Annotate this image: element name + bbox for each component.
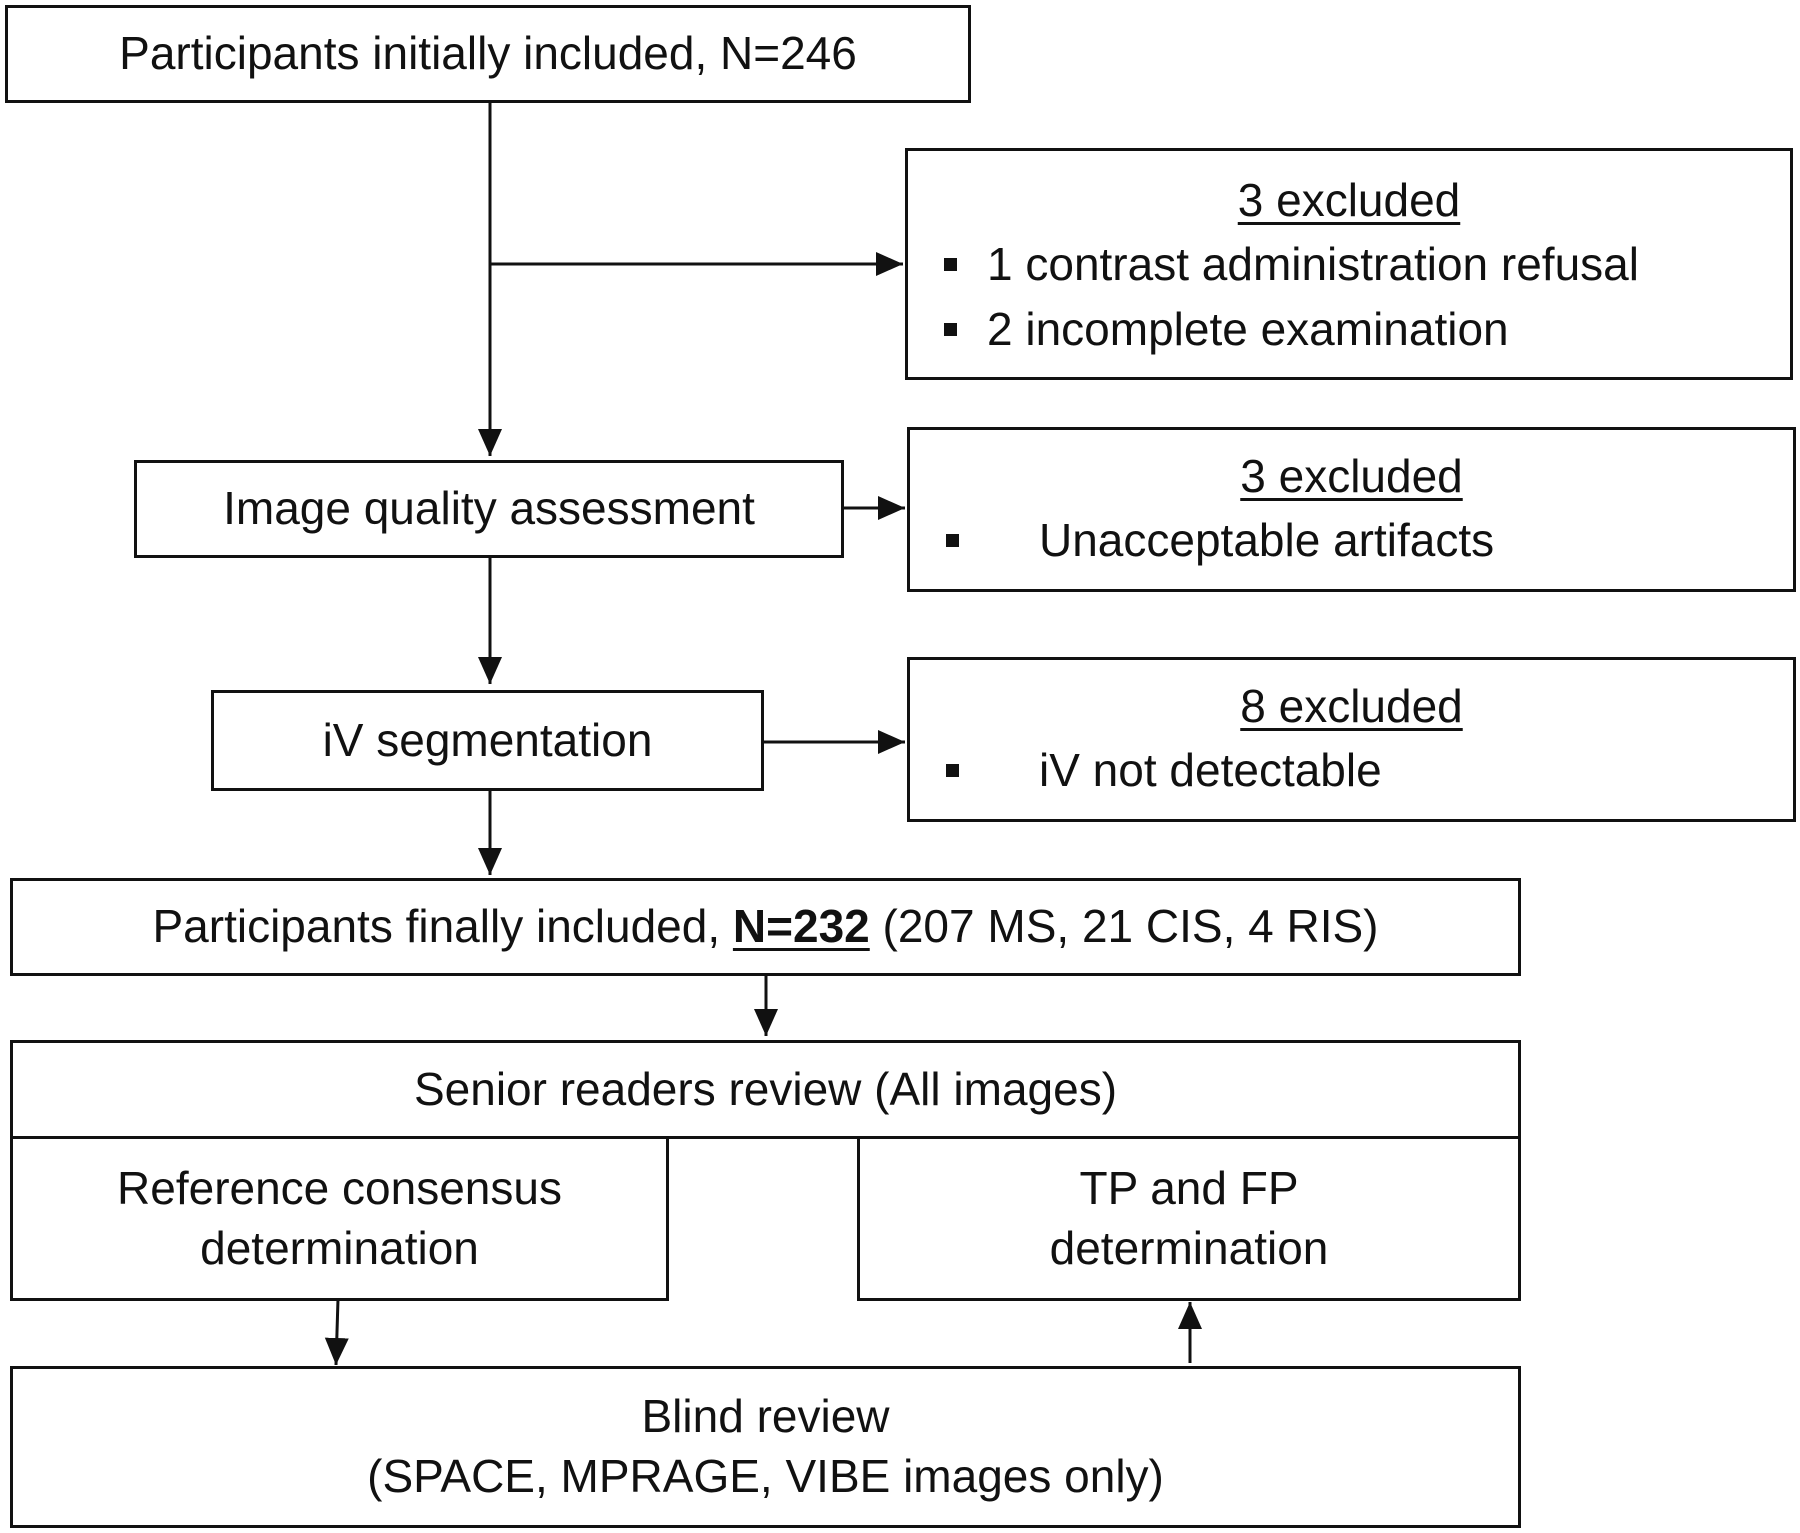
reference-consensus-line-2: determination <box>200 1221 479 1274</box>
exclusion-box-2: 3 excluded Unacceptable artifacts <box>907 427 1796 592</box>
reference-consensus-line-1: Reference consensus <box>117 1161 562 1214</box>
exclusion-1-item-1: 1 contrast administration refusal <box>987 238 1639 290</box>
final-participants-count: N=232 <box>732 900 870 953</box>
exclusion-2-title: 3 excluded <box>1240 450 1463 502</box>
exclusion-3-item-1: iV not detectable <box>1039 744 1382 796</box>
final-participants-box: Participants finally included, N=232 (20… <box>10 878 1521 976</box>
blind-review-box: Blind review (SPACE, MPRAGE, VIBE images… <box>10 1366 1521 1528</box>
exclusion-1-item-2: 2 incomplete examination <box>987 303 1509 355</box>
senior-readers-box: Senior readers review (All images) <box>10 1040 1521 1139</box>
final-participants-suffix: (207 MS, 21 CIS, 4 RIS) <box>869 900 1379 953</box>
reference-consensus-box: Reference consensus determination <box>10 1136 669 1301</box>
bullet-icon <box>946 534 959 548</box>
iv-segmentation-label: iV segmentation <box>322 713 653 766</box>
final-participants-label: Participants finally included, N=232 (20… <box>152 897 1378 957</box>
senior-readers-label: Senior readers review (All images) <box>413 1062 1118 1115</box>
image-quality-label: Image quality assessment <box>223 482 755 535</box>
bullet-icon <box>944 258 957 272</box>
exclusion-box-3: 8 excluded iV not detectable <box>907 657 1796 822</box>
exclusion-2-item-1: Unacceptable artifacts <box>1039 514 1495 566</box>
tp-fp-line-2: determination <box>1049 1221 1329 1274</box>
iv-segmentation-box: iV segmentation <box>211 690 764 791</box>
bullet-icon <box>944 323 957 337</box>
arrow-reference-to-blind <box>324 1298 349 1366</box>
exclusion-1-title: 3 excluded <box>1237 174 1461 226</box>
exclusion-3-title: 8 excluded <box>1240 680 1463 732</box>
bullet-icon <box>946 764 959 778</box>
blind-review-line-1: Blind review <box>641 1390 890 1443</box>
final-participants-prefix: Participants finally included, <box>152 900 733 953</box>
initial-participants-box: Participants initially included, N=246 <box>5 5 971 103</box>
initial-participants-label: Participants initially included, N=246 <box>119 27 857 80</box>
tp-fp-box: TP and FP determination <box>857 1136 1521 1301</box>
blind-review-line-2: (SPACE, MPRAGE, VIBE images only) <box>367 1450 1164 1502</box>
image-quality-box: Image quality assessment <box>134 460 844 558</box>
tp-fp-line-1: TP and FP <box>1079 1161 1299 1214</box>
exclusion-box-1: 3 excluded 1 contrast administration ref… <box>905 148 1793 380</box>
